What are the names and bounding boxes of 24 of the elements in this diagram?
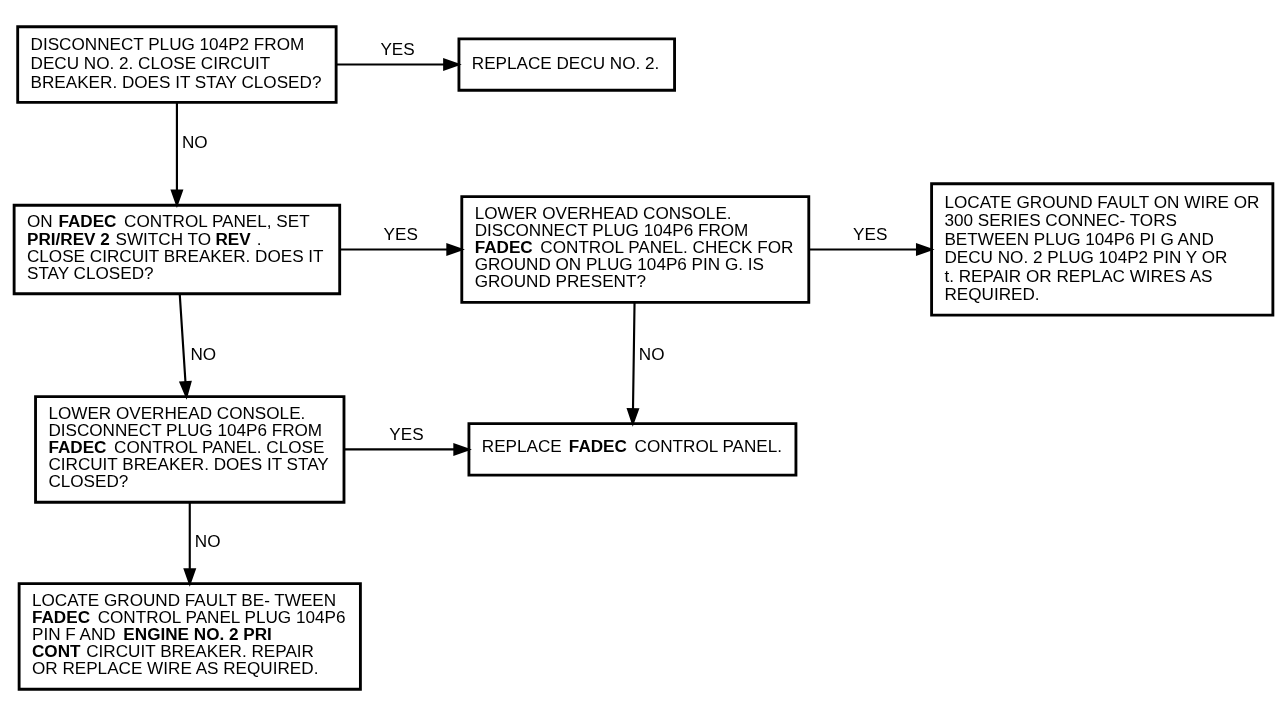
- arrow: [339, 242, 465, 256]
- edge-label: YES: [380, 39, 415, 60]
- arrow: [336, 58, 462, 72]
- edge-label: YES: [383, 224, 418, 245]
- node-box: DISCONNECT PLUG 104P2 FROM DECU NO. 2. CLOSE CIRCUIT BREAKER. DOES IT STAY CLOSED?: [16, 25, 338, 104]
- edge-label: NO: [638, 344, 665, 365]
- node-box: LOCATE GROUND FAULT ON WIRE OR 300 SERIES CONNEC- TORS BETWEEN PLUG 104P6 PI G AND DECU NO. 2 PLUG 104P2 PIN Y OR t. REPAIR OR REPLAC WIRES AS REQUIRED.: [930, 182, 1275, 317]
- edge-label: NO: [190, 344, 217, 365]
- edge-label: NO: [181, 131, 208, 152]
- node-box: ON FADEC CONTROL PANEL, SET PRI/REV 2 SWITCH TO REV. CLOSE CIRCUIT BREAKER. DOES IT STAY CLOSED?: [12, 203, 342, 296]
- node-box: LOWER OVERHEAD CONSOLE. DISCONNECT PLUG 104P6 FROM FADEC CONTROL PANEL. CHECK FOR GROUND ON PLUG 104P6 PIN G. IS GROUND PRESENT?: [460, 195, 811, 304]
- edge-label: YES: [853, 224, 888, 245]
- edge-label: NO: [194, 531, 221, 552]
- node-box: REPLACE FADEC CONTROL PANEL.: [467, 422, 798, 477]
- arrow: [344, 442, 472, 456]
- node-box: LOWER OVERHEAD CONSOLE. DISCONNECT PLUG 104P6 FROM FADEC CONTROL PANEL. CLOSE CIRCUIT BREAKER. DOES IT STAY CLOSED?: [34, 395, 346, 504]
- node-box: LOCATE GROUND FAULT BE- TWEEN FADEC CONTROL PANEL PLUG 104P6 PIN F AND ENGINE NO. 2 PRI CONT CIRCUIT BREAKER. REPAIR OR REPLACE WIRE AS REQUIRED.: [17, 582, 362, 691]
- arrow: [626, 302, 640, 427]
- node-box: REPLACE DECU NO. 2.: [457, 37, 676, 92]
- arrow: [178, 294, 192, 400]
- arrow: [170, 102, 184, 209]
- arrow: [183, 502, 197, 587]
- edge-label: YES: [389, 424, 424, 445]
- arrow: [809, 242, 935, 256]
